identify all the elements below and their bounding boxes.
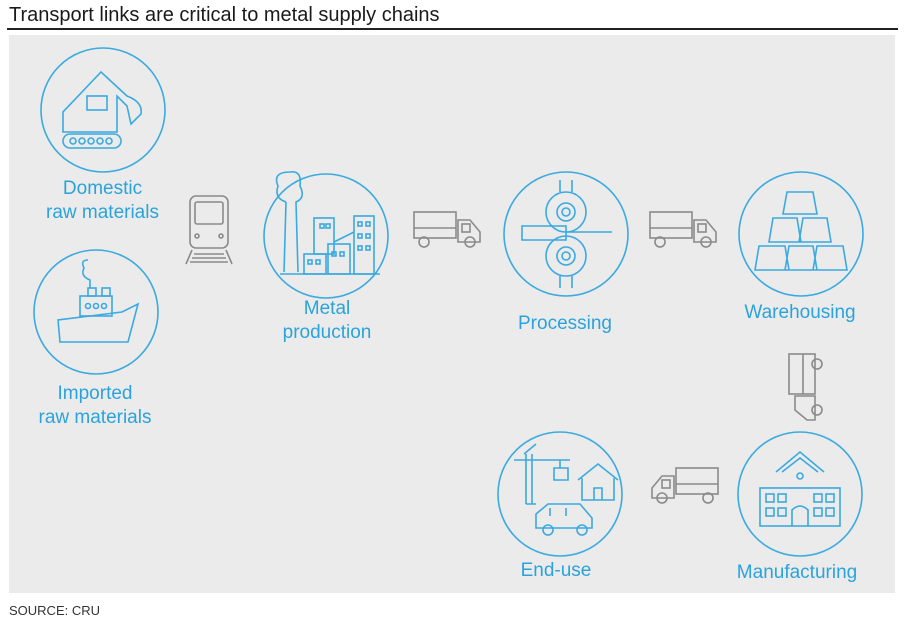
label-line: raw materials (46, 202, 159, 223)
label-line: production (282, 322, 372, 343)
label-line: Domestic (62, 178, 143, 199)
chart-title: Transport links are critical to metal su… (9, 4, 440, 26)
source-note: SOURCE: CRU (9, 603, 101, 618)
label-line: End-use (520, 560, 592, 581)
truck-icon (413, 211, 481, 248)
factory-icon (263, 170, 389, 299)
excavator-icon (40, 47, 166, 173)
node-label-enduse: End-use (496, 559, 616, 583)
title-rule (7, 28, 898, 30)
node-label-domestic: Domestic raw materials (20, 177, 185, 225)
label-line: Warehousing (744, 302, 856, 323)
label-line: raw materials (38, 407, 152, 428)
diagram-panel (9, 35, 895, 593)
node-label-processing: Processing (500, 312, 630, 336)
ship-icon (33, 249, 159, 375)
building-icon (737, 431, 863, 557)
node-label-imported: Imported raw materials (20, 382, 170, 430)
crane-house-car-icon (497, 431, 623, 557)
label-line: Imported (57, 383, 133, 404)
truck-icon (788, 353, 823, 421)
label-line: Metal (303, 298, 351, 319)
label-line: Processing (518, 313, 612, 334)
rolling-mill-icon (503, 171, 629, 297)
truck-icon (649, 211, 717, 248)
metal-bars-icon (738, 171, 864, 297)
node-label-manufacturing: Manufacturing (722, 561, 872, 585)
train-icon (185, 195, 233, 265)
label-line: Manufacturing (736, 562, 858, 583)
node-label-warehousing: Warehousing (730, 301, 870, 325)
truck-icon (651, 467, 719, 504)
node-label-metal: Metal production (262, 297, 392, 345)
